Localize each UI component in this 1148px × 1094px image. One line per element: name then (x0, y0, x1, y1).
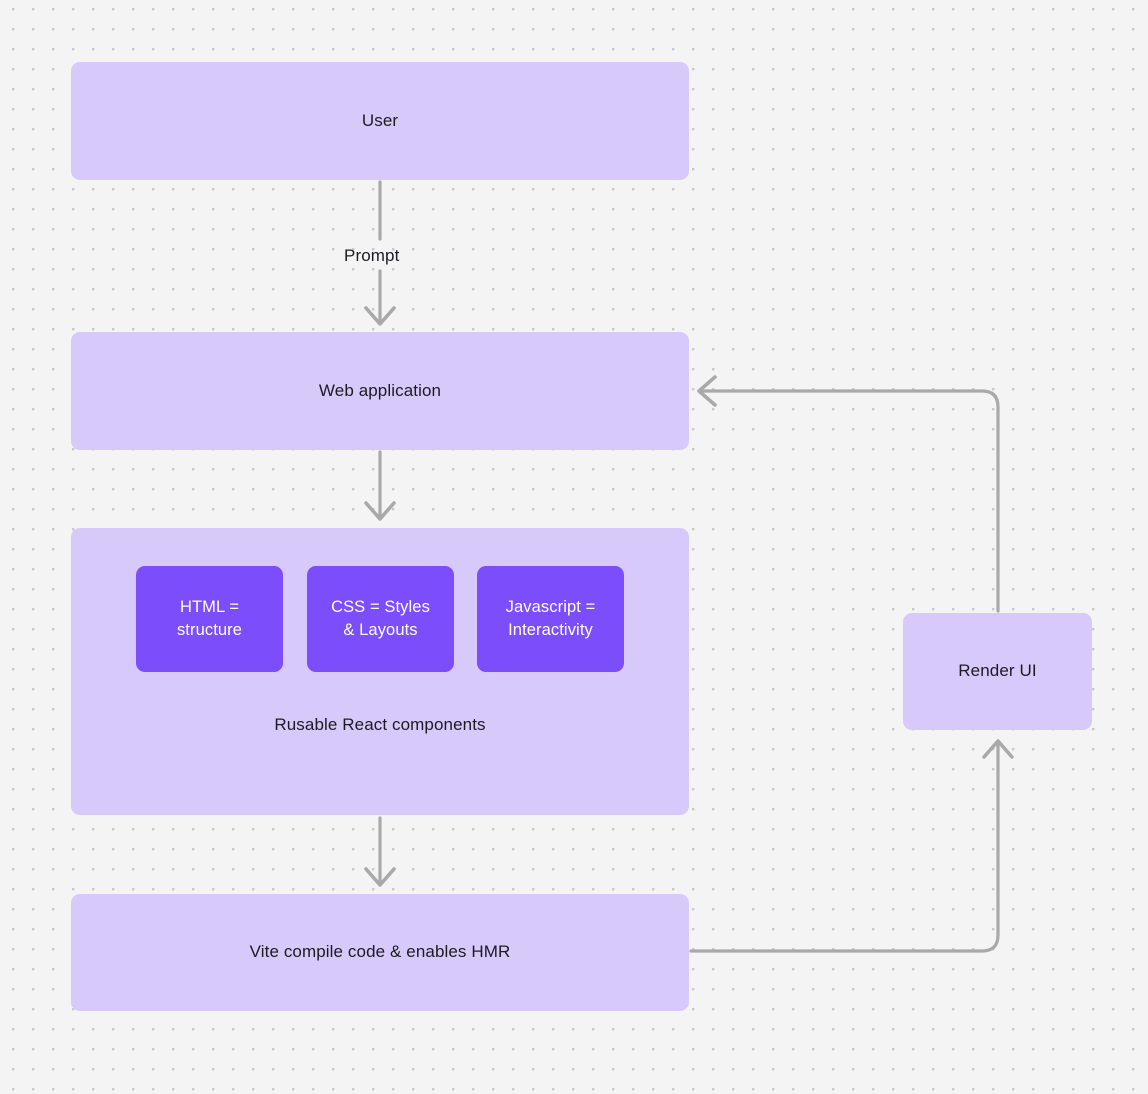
edge-vite-to-render (689, 739, 1014, 953)
node-css-label: CSS = Styles & Layouts (331, 596, 430, 643)
edge-components-to-vite (364, 816, 396, 887)
node-components-caption: Rusable React components (274, 715, 486, 734)
node-reusable-react-components[interactable]: HTML = structure CSS = Styles & Layouts … (71, 528, 689, 815)
node-html-label: HTML = structure (177, 596, 242, 643)
node-web-application[interactable]: Web application (71, 332, 689, 450)
node-web-application-label: Web application (318, 380, 442, 400)
node-css-label-line2: & Layouts (343, 621, 418, 639)
node-render-ui-label: Render UI (958, 661, 1037, 681)
node-html[interactable]: HTML = structure (136, 566, 283, 672)
node-javascript[interactable]: Javascript = Interactivity (477, 566, 624, 672)
edge-webapp-to-components (364, 450, 396, 521)
node-css[interactable]: CSS = Styles & Layouts (307, 566, 454, 672)
node-vite[interactable]: Vite compile code & enables HMR (71, 894, 689, 1011)
node-html-label-line2: structure (176, 621, 243, 639)
node-javascript-label-line2: Interactivity (508, 621, 593, 639)
node-javascript-label-line1: Javascript = (505, 597, 596, 616)
node-user-label: User (361, 110, 399, 130)
node-user[interactable]: User (71, 62, 689, 180)
edge-label-prompt[interactable]: Prompt (344, 246, 400, 265)
node-vite-label: Vite compile code & enables HMR (249, 942, 511, 962)
edge-render-to-webapp (697, 375, 1000, 613)
node-css-label-line1: CSS = Styles (331, 597, 430, 616)
components-inner-group: HTML = structure CSS = Styles & Layouts … (71, 528, 689, 815)
node-html-label-line1: HTML = (179, 597, 240, 616)
node-javascript-label: Javascript = Interactivity (506, 596, 596, 643)
node-render-ui[interactable]: Render UI (903, 613, 1092, 730)
